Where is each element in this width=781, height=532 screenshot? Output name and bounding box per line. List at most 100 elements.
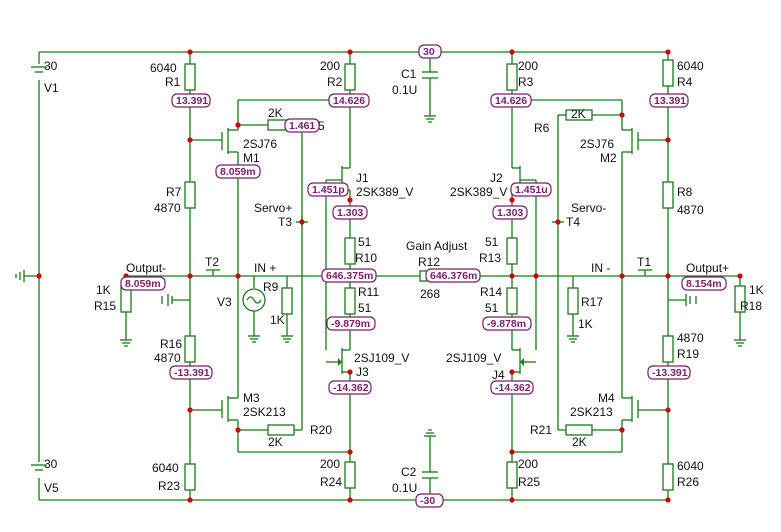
r3-value: 200	[518, 59, 538, 73]
v1-value: 30	[44, 59, 58, 73]
r15-value: 1K	[96, 283, 111, 297]
resistor-r4	[662, 59, 674, 87]
r6-name: R6	[534, 121, 550, 135]
r21-value: 2K	[572, 435, 587, 449]
c2-value: 0.1U	[392, 481, 417, 495]
r18-name: R18	[740, 299, 762, 313]
mosfet-m4	[621, 276, 668, 452]
probe-j3-drain: -14.362	[328, 380, 372, 395]
r26-name: R26	[677, 475, 699, 489]
r3-name: R3	[518, 75, 534, 89]
r5-value: 2K	[268, 106, 283, 120]
servo-plus-label: Servo+	[254, 201, 292, 215]
in-plus-label: IN +	[254, 261, 276, 275]
j2-part: 2SK389_V	[450, 185, 507, 199]
m1-part: 2SJ76	[243, 137, 277, 151]
resistor-r13	[506, 237, 518, 265]
jfet-j1	[325, 166, 350, 350]
svg-text:-30: -30	[420, 495, 435, 507]
output-plus-label: Output+	[686, 261, 729, 275]
svg-text:14.626: 14.626	[495, 95, 527, 107]
r16-name: R16	[160, 337, 182, 351]
svg-text:8.154m: 8.154m	[686, 278, 722, 290]
resistor-r14	[506, 287, 518, 315]
r2-name: R2	[327, 75, 343, 89]
ground-r15	[120, 339, 132, 347]
resistor-r21	[565, 424, 593, 436]
r13-name: R13	[479, 251, 501, 265]
c1-name: C1	[401, 67, 417, 81]
svg-text:-13.391: -13.391	[174, 367, 210, 379]
r12-value: 268	[420, 287, 440, 301]
r4-value: 6040	[677, 59, 704, 73]
v3-name: V3	[217, 295, 232, 309]
probe-j1-current: 1.451p	[307, 182, 349, 197]
svg-text:14.626: 14.626	[333, 95, 365, 107]
svg-text:646.376m: 646.376m	[430, 270, 477, 282]
in-minus-label: IN -	[591, 261, 610, 275]
mosfet-m2	[621, 100, 668, 276]
c1-value: 0.1U	[392, 83, 417, 97]
v5-name: V5	[44, 481, 59, 495]
v5-value: 30	[44, 457, 58, 471]
resistor-r24	[344, 461, 356, 489]
svg-text:-14.362: -14.362	[495, 382, 531, 394]
m4-part: 2SK213	[570, 405, 613, 419]
resistor-r11	[344, 287, 356, 315]
resistor-r10	[344, 237, 356, 265]
svg-text:1.451p: 1.451p	[312, 184, 345, 196]
resistor-r3	[506, 63, 518, 91]
r11-name: R11	[358, 285, 379, 299]
r18-value: 1K	[749, 283, 764, 297]
j4-name: J4	[492, 368, 505, 382]
r17-value: 1K	[578, 317, 593, 331]
t4-label: T4	[566, 215, 580, 229]
resistor-r23	[184, 463, 196, 491]
r13-value: 51	[485, 235, 499, 249]
r12-name: R12	[418, 255, 440, 269]
svg-text:-9.878m: -9.878m	[487, 318, 526, 330]
probe-top-rail: 30	[418, 44, 442, 59]
r24-name: R24	[320, 475, 342, 489]
resistor-r2	[344, 63, 356, 91]
r20-value: 2K	[268, 435, 283, 449]
j1-part: 2SK389_V	[356, 185, 413, 199]
r19-value: 4870	[677, 331, 704, 345]
probe-output-minus: 8.059m	[120, 276, 166, 291]
svg-text:8.059m: 8.059m	[125, 278, 161, 290]
ac-source-v3	[242, 276, 266, 343]
resistor-r19	[662, 335, 674, 363]
probe-r3-node: 14.626	[490, 93, 532, 108]
resistor-r1	[184, 63, 196, 91]
t3-label: T3	[278, 215, 292, 229]
mosfet-m3	[190, 276, 239, 452]
svg-text:1.461: 1.461	[289, 120, 315, 132]
battery-v5-symbol	[31, 462, 47, 478]
svg-text:1.303: 1.303	[337, 207, 363, 219]
resistor-r17	[567, 287, 579, 315]
svg-text:1.451u: 1.451u	[515, 184, 548, 196]
r17-name: R17	[581, 295, 603, 309]
m2-part: 2SJ76	[580, 137, 614, 151]
probe-bottom-rail: -30	[415, 493, 444, 508]
svg-text:-14.362: -14.362	[333, 382, 369, 394]
r2-value: 200	[320, 59, 340, 73]
output-minus-label: Output-	[126, 261, 166, 275]
mosfet-m1	[190, 100, 239, 276]
svg-text:13.391: 13.391	[654, 95, 686, 107]
probe-j3-source: -9.879m	[326, 316, 376, 331]
m1-name: M1	[243, 151, 260, 165]
r9-name: R9	[263, 280, 279, 294]
r9-value: 1K	[270, 313, 285, 327]
svg-text:8.059m: 8.059m	[220, 166, 256, 178]
resistor-r20	[267, 424, 295, 436]
resistor-r8	[662, 181, 674, 209]
r8-value: 4870	[677, 203, 704, 217]
r26-value: 6040	[677, 459, 704, 473]
m3-part: 2SK213	[243, 405, 286, 419]
probe-m1-current: 8.059m	[215, 164, 261, 179]
r14-value: 51	[485, 301, 499, 315]
r14-name: R14	[480, 285, 502, 299]
